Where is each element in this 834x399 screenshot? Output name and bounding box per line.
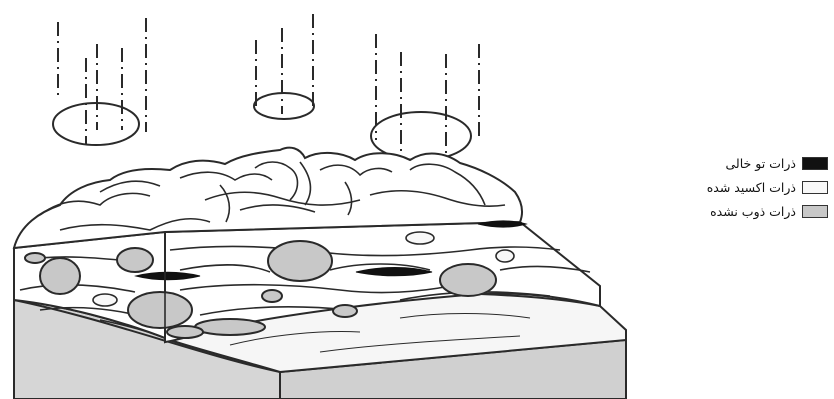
legend-label: ذرات ذوب نشده: [710, 204, 796, 219]
unmelted-particle-swatch: [802, 205, 828, 218]
legend: ذرات تو خالی ذرات اکسید شده ذرات ذوب نشد…: [648, 151, 828, 223]
unmelted-particle: [167, 326, 203, 338]
unmelted-particle: [128, 292, 192, 328]
unmelted-particle: [440, 264, 496, 296]
legend-label: ذرات تو خالی: [726, 156, 797, 171]
unmelted-particle: [40, 258, 80, 294]
unmelted-particle: [117, 248, 153, 272]
unmelted-particle: [25, 253, 45, 263]
incoming-particles: [53, 14, 479, 160]
legend-label: ذرات اکسید شده: [707, 180, 796, 195]
unmelted-particle: [333, 305, 357, 317]
unmelted-particle: [262, 290, 282, 302]
incoming-particle-small-center: [254, 14, 314, 119]
oxidized-particle: [406, 232, 434, 244]
oxidized-particle-swatch: [802, 181, 828, 194]
legend-item-hollow: ذرات تو خالی: [648, 151, 828, 175]
oxidized-particle: [496, 250, 514, 262]
oxidized-particle: [93, 294, 117, 306]
hollow-particle-swatch: [802, 157, 828, 170]
incoming-particle-large-left: [53, 18, 146, 145]
legend-item-unmelted: ذرات ذوب نشده: [648, 199, 828, 223]
unmelted-particle: [195, 319, 265, 335]
incoming-particle-large-right: [371, 34, 479, 160]
unmelted-particle: [268, 241, 332, 281]
legend-item-oxidized: ذرات اکسید شده: [648, 175, 828, 199]
